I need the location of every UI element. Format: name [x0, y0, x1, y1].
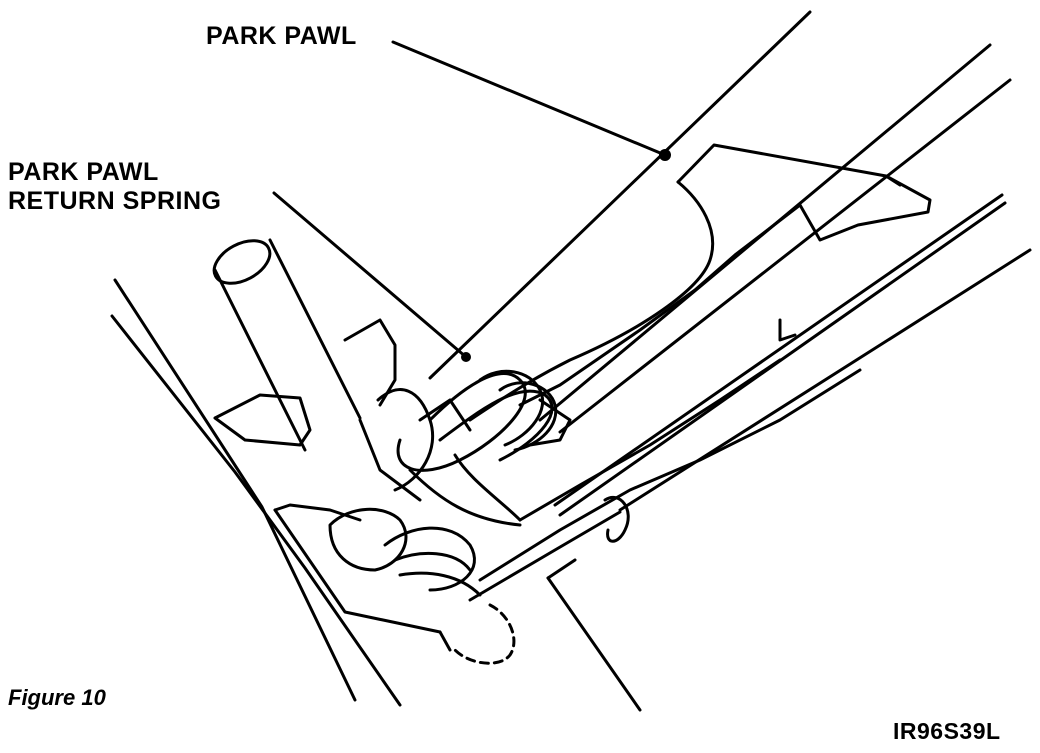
figure-caption: Figure 10 [8, 685, 106, 710]
park-pawl [468, 143, 932, 422]
hidden-detent-dashed [453, 603, 516, 665]
pawl-shaft [212, 238, 362, 452]
return-spring-label-line2: RETURN SPRING [8, 187, 222, 215]
return-spring-label-line1: PARK PAWL [8, 158, 159, 186]
return-spring [396, 369, 572, 527]
park-pawl-leader-dot [659, 149, 671, 161]
lower-assembly [273, 318, 862, 652]
figure-code: IR96S39L [893, 718, 1001, 744]
park-pawl-label: PARK PAWL [206, 22, 357, 50]
return-spring-leader [272, 191, 468, 359]
park-pawl-leader [391, 40, 667, 157]
return-spring-leader-dot [461, 352, 471, 362]
return-spring-label: PARK PAWL RETURN SPRING [8, 158, 221, 216]
